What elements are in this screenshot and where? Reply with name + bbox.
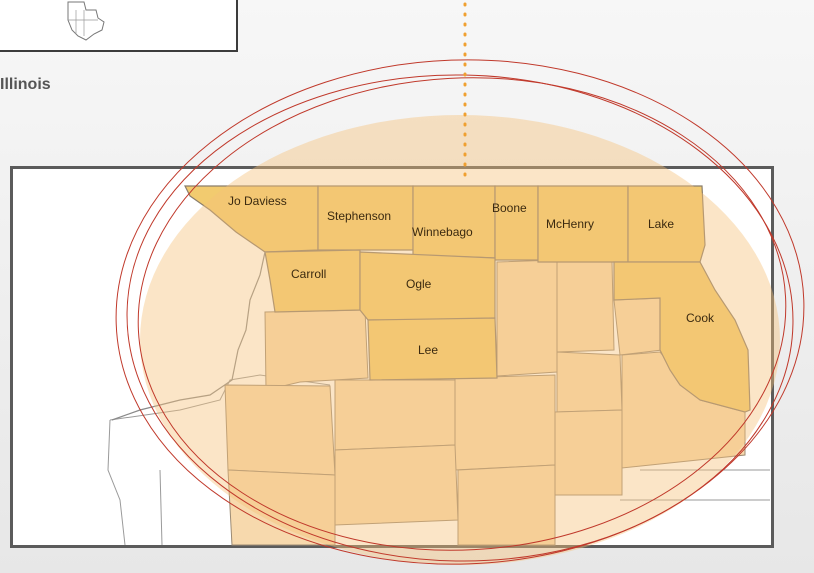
region-overlay-ellipse: [140, 115, 780, 565]
county-lake: [627, 185, 706, 263]
label-carroll: Carroll: [291, 267, 326, 281]
label-lee: Lee: [418, 343, 438, 357]
highlighted-counties: [184, 185, 751, 413]
state-label: Illinois: [0, 76, 51, 93]
label-winnebago: Winnebago: [412, 225, 473, 239]
county-carroll: [264, 249, 361, 313]
label-mchenry: McHenry: [546, 217, 594, 231]
label-ogle: Ogle: [406, 277, 432, 291]
county-labels: Jo Daviess Stephenson Winnebago Boone Mc…: [228, 194, 715, 357]
inset-locator-map: [0, 0, 238, 52]
region-counties: [224, 259, 746, 546]
label-stephenson: Stephenson: [327, 209, 391, 223]
us-outline-icon: [67, 1, 105, 41]
label-jo-daviess: Jo Daviess: [228, 194, 287, 208]
county-cook: [613, 261, 751, 413]
label-boone: Boone: [492, 201, 527, 215]
label-lake: Lake: [648, 217, 674, 231]
county-lee: [367, 317, 498, 381]
river-line: [111, 251, 266, 421]
label-cook: Cook: [686, 311, 715, 325]
